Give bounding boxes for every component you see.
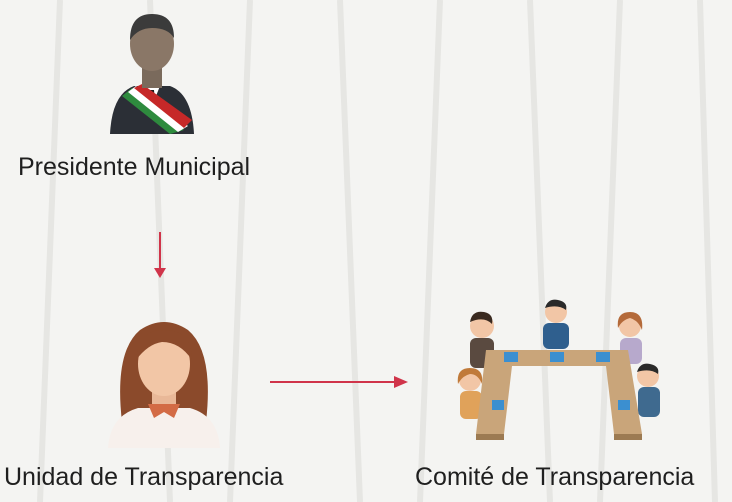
arrow-down — [154, 232, 166, 278]
president-with-sash-icon — [110, 14, 194, 134]
arrow-right — [270, 376, 408, 388]
node-label-unidad: Unidad de Transparencia — [4, 463, 284, 491]
node-label-comite: Comité de Transparencia — [415, 463, 695, 491]
node-label-president: Presidente Municipal — [18, 153, 251, 181]
woman-avatar-icon — [108, 322, 220, 448]
meeting-table-icon — [457, 299, 660, 440]
